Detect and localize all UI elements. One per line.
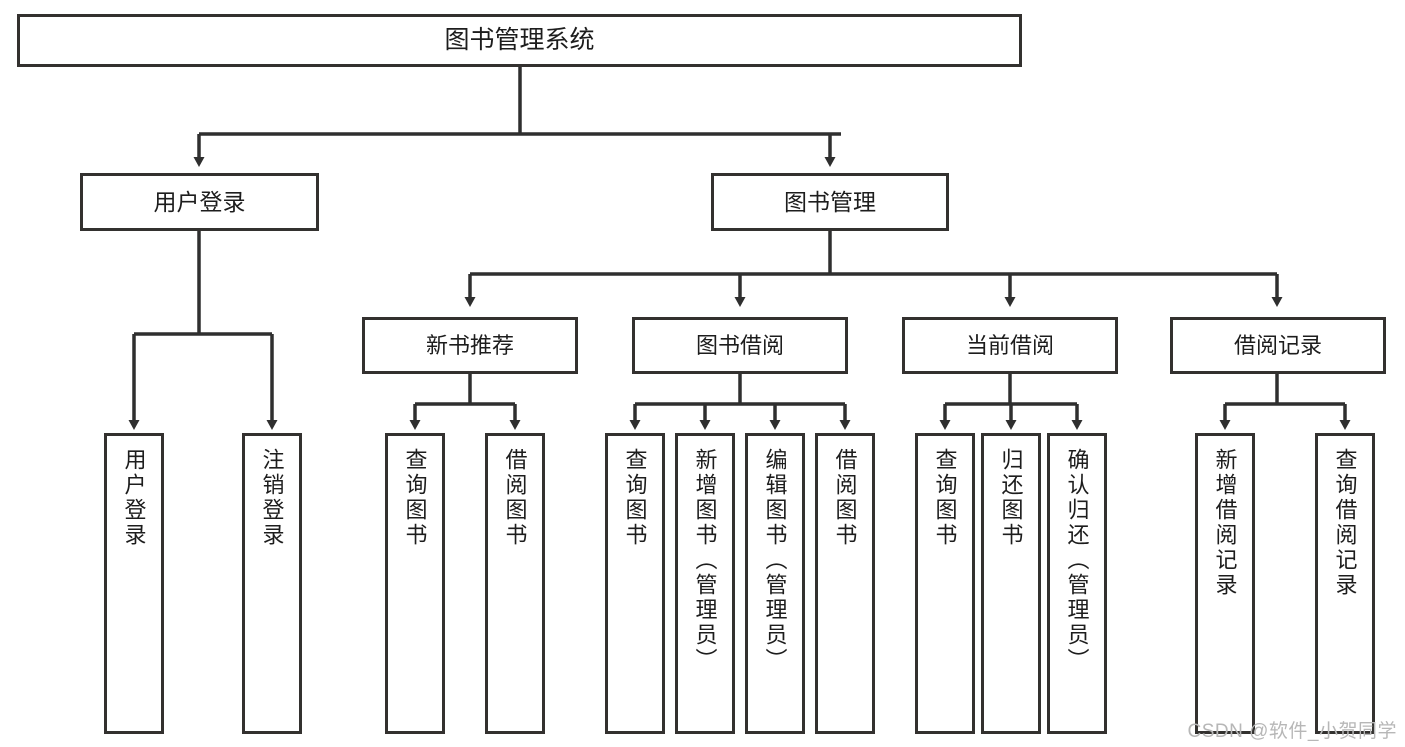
node-new-book-recommend[interactable]: 新书推荐 — [362, 317, 578, 374]
leaf-add-book-admin[interactable]: 新增图书（管理员） — [675, 433, 735, 734]
node-label: 查询图书 — [932, 448, 958, 548]
node-book-management[interactable]: 图书管理 — [711, 173, 949, 231]
node-label: 查询借阅记录 — [1332, 448, 1358, 598]
leaf-return-book[interactable]: 归还图书 — [981, 433, 1041, 734]
node-label: 归还图书 — [998, 448, 1024, 548]
node-user-login[interactable]: 用户登录 — [80, 173, 319, 231]
node-label: 用户登录 — [153, 188, 246, 215]
node-label: 新增借阅记录 — [1212, 448, 1238, 598]
node-label: 用户登录 — [121, 448, 147, 548]
node-label: 当前借阅 — [965, 332, 1054, 358]
node-label: 确认归还（管理员） — [1064, 448, 1090, 673]
leaf-add-borrow-record[interactable]: 新增借阅记录 — [1195, 433, 1255, 734]
leaf-confirm-return-admin[interactable]: 确认归还（管理员） — [1047, 433, 1107, 734]
node-book-borrow[interactable]: 图书借阅 — [632, 317, 848, 374]
node-label: 查询图书 — [402, 448, 428, 548]
node-label: 注销登录 — [259, 448, 285, 548]
watermark: CSDN @软件_小贺同学 — [1187, 721, 1397, 742]
leaf-edit-book-admin[interactable]: 编辑图书（管理员） — [745, 433, 805, 734]
node-label: 借阅记录 — [1233, 332, 1322, 358]
node-label: 新书推荐 — [425, 332, 514, 358]
node-label: 图书借阅 — [695, 332, 784, 358]
node-label: 新增图书（管理员） — [692, 448, 718, 673]
node-root[interactable]: 图书管理系统 — [17, 14, 1022, 67]
leaf-query-book-borrow[interactable]: 查询图书 — [605, 433, 665, 734]
node-label: 借阅图书 — [502, 448, 528, 548]
leaf-query-book-recommend[interactable]: 查询图书 — [385, 433, 445, 734]
node-borrow-record[interactable]: 借阅记录 — [1170, 317, 1386, 374]
node-label: 编辑图书（管理员） — [762, 448, 788, 673]
node-label: 图书管理 — [784, 188, 876, 215]
leaf-borrow-book[interactable]: 借阅图书 — [815, 433, 875, 734]
node-current-borrow[interactable]: 当前借阅 — [902, 317, 1118, 374]
leaf-user-login[interactable]: 用户登录 — [104, 433, 164, 734]
leaf-borrow-book-recommend[interactable]: 借阅图书 — [485, 433, 545, 734]
leaf-query-borrow-record[interactable]: 查询借阅记录 — [1315, 433, 1375, 734]
node-label: 图书管理系统 — [444, 26, 595, 55]
node-label: 查询图书 — [622, 448, 648, 548]
leaf-logout[interactable]: 注销登录 — [242, 433, 302, 734]
leaf-query-book-current[interactable]: 查询图书 — [915, 433, 975, 734]
node-label: 借阅图书 — [832, 448, 858, 548]
